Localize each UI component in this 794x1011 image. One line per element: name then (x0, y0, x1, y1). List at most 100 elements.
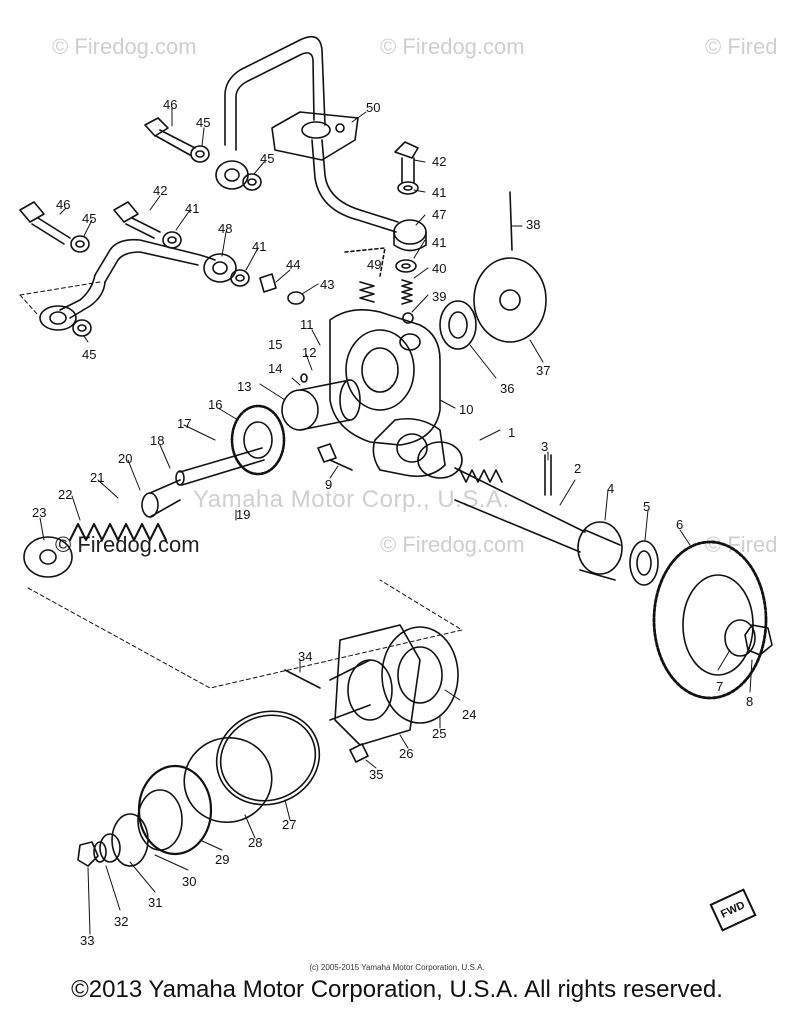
callout-31: 31 (148, 895, 163, 910)
watermark-corp: Yamaha Motor Corp., U.S.A. (193, 486, 510, 513)
callout-5: 5 (643, 499, 651, 514)
callout-12: 12 (302, 345, 317, 360)
callout-7: 7 (716, 679, 724, 694)
watermark-mid-center: © Firedog.com (380, 532, 525, 557)
rotor-shaft (281, 373, 361, 431)
callout-27: 27 (282, 817, 297, 832)
callout-3: 3 (541, 439, 549, 454)
watermark-top-left: © Firedog.com (52, 34, 197, 59)
callout-45-b: 45 (260, 151, 275, 166)
callout-22: 22 (58, 487, 73, 502)
callout-15: 15 (268, 337, 283, 352)
callout-45-a: 45 (196, 115, 211, 130)
callout-2: 2 (574, 461, 582, 476)
callout-4: 4 (607, 481, 615, 496)
spring-40 (401, 279, 413, 305)
gear-6 (652, 540, 768, 700)
seal-5 (629, 540, 659, 586)
callout-20: 20 (118, 451, 133, 466)
flange-26 (329, 624, 421, 746)
callout-19: 19 (236, 507, 251, 522)
callout-44: 44 (286, 257, 301, 272)
banjo-47 (393, 219, 427, 245)
callout-32: 32 (114, 914, 129, 929)
watermark-top-center: © Firedog.com (380, 34, 525, 59)
callout-36: 36 (500, 381, 515, 396)
callout-6: 6 (676, 517, 684, 532)
callout-35: 35 (369, 767, 384, 782)
o-ring-27 (215, 710, 321, 806)
callout-24: 24 (462, 707, 477, 722)
callout-33: 33 (80, 933, 95, 948)
oil-seal-36 (439, 300, 477, 350)
spring-22 (69, 523, 167, 541)
small-copyright: (c) 2005-2015 Yamaha Motor Corporation, … (309, 963, 485, 972)
callout-43: 43 (320, 277, 335, 292)
callout-46-a: 46 (163, 97, 178, 112)
callout-50: 50 (366, 100, 381, 115)
fitting-plate-50 (271, 111, 359, 161)
callout-37: 37 (536, 363, 551, 378)
bolt-42-top (394, 141, 419, 183)
ball-39 (402, 312, 414, 324)
callout-25: 25 (432, 726, 447, 741)
callout-41-a: 41 (432, 185, 447, 200)
gear-16 (230, 404, 286, 476)
bolt-46-upper (144, 117, 196, 156)
oil-pipe-left (59, 238, 216, 319)
callout-47: 47 (432, 207, 447, 222)
collar-4 (577, 521, 623, 575)
callout-46-b: 46 (56, 197, 71, 212)
callout-39: 39 (432, 289, 447, 304)
callout-49: 49 (367, 257, 382, 272)
callout-40: 40 (432, 261, 447, 276)
callout-11: 11 (300, 317, 314, 332)
callout-21: 21 (90, 470, 105, 485)
callout-26: 26 (399, 746, 414, 761)
callout-41-b: 41 (432, 235, 447, 250)
callout-30: 30 (182, 874, 197, 889)
washer-23 (23, 536, 73, 578)
oil-pipe-upper (224, 35, 399, 233)
callout-8: 8 (746, 694, 754, 709)
banjo-48 (203, 253, 237, 283)
watermark-mid-left: © Firedog.com (55, 532, 200, 557)
nut-33 (77, 841, 99, 867)
cover-24 (381, 626, 459, 724)
nut-8 (744, 624, 773, 656)
callout-18: 18 (150, 433, 165, 448)
spring-49 (359, 281, 375, 303)
callout-42-b: 42 (153, 183, 168, 198)
callout-38: 38 (526, 217, 541, 232)
worm-shaft-2 (454, 467, 586, 553)
bolt-42-left (113, 201, 161, 239)
callout-45-c: 45 (82, 211, 97, 226)
disc-37 (473, 257, 547, 343)
callout-13: 13 (237, 379, 252, 394)
callout-48: 48 (218, 221, 233, 236)
pump-housing-10 (329, 309, 446, 478)
watermark-mid-right: © Fired (705, 532, 778, 557)
callout-28: 28 (248, 835, 263, 850)
footer-copyright: ©2013 Yamaha Motor Corporation, U.S.A. A… (71, 976, 723, 1003)
callout-17: 17 (177, 416, 192, 431)
pulley-30 (111, 813, 149, 867)
callout-14: 14 (268, 361, 283, 376)
callout-1: 1 (508, 425, 516, 440)
callout-45-d: 45 (82, 347, 97, 362)
callout-23: 23 (32, 505, 47, 520)
callout-9: 9 (325, 477, 333, 492)
callout-16: 16 (208, 397, 223, 412)
callout-10: 10 (459, 402, 474, 417)
bolt-46-left (19, 201, 71, 245)
callout-29: 29 (215, 852, 230, 867)
callout-41-c: 41 (185, 201, 200, 216)
callout-34: 34 (298, 649, 313, 664)
watermark-top-right: © Fired (705, 34, 778, 59)
callout-42-a: 42 (432, 154, 447, 169)
banjo-lower-left (39, 305, 77, 331)
callout-41-d: 41 (252, 239, 267, 254)
o-ring-28 (183, 736, 273, 824)
gasket-1 (417, 441, 463, 479)
